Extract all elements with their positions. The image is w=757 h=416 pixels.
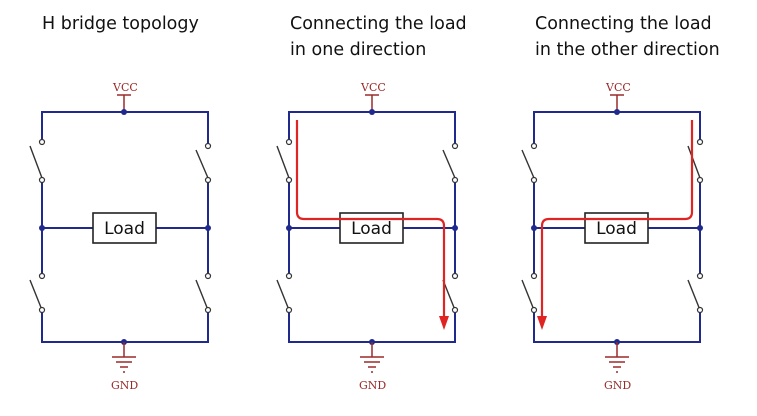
load-box	[92, 212, 157, 244]
switch-top-left	[276, 138, 293, 184]
junction	[39, 225, 45, 231]
arrowhead	[439, 316, 449, 330]
junction	[369, 109, 375, 115]
load-label: Load	[104, 219, 145, 239]
arrowhead	[537, 316, 547, 330]
junction	[614, 109, 620, 115]
junction	[452, 225, 458, 231]
vcc-label: VCC	[112, 81, 138, 94]
junction	[697, 225, 703, 231]
current-path-arrow	[295, 120, 446, 318]
gnd-label: GND	[111, 379, 138, 392]
panel-3-title: Connecting the load in the other directi…	[535, 14, 720, 60]
panel-2-title: Connecting the load in one direction	[290, 14, 467, 60]
junction	[286, 225, 292, 231]
vcc-symbol: VCC	[360, 81, 386, 112]
ground-symbol: GND	[604, 342, 631, 392]
panel-3-circuit: VCC Load	[521, 81, 704, 392]
ground-symbol: GND	[111, 342, 138, 392]
current-path-arrow	[540, 120, 694, 318]
gnd-label: GND	[604, 379, 631, 392]
switch-top-left	[521, 142, 538, 184]
ground-symbol: GND	[359, 342, 386, 392]
load-label: Load	[351, 219, 392, 239]
vcc-symbol: VCC	[605, 81, 631, 112]
switch-top-right	[442, 142, 459, 184]
switch-bottom-left	[521, 272, 538, 314]
switch-top-left	[29, 138, 46, 184]
switch-bottom-right	[442, 272, 459, 314]
switch-bottom-right	[195, 272, 212, 314]
junction	[205, 225, 211, 231]
panel-1-circuit: VCC Load	[29, 81, 212, 392]
junction	[121, 109, 127, 115]
vcc-label: VCC	[605, 81, 631, 94]
switch-top-right	[195, 142, 212, 184]
switch-top-right	[687, 138, 704, 184]
switch-bottom-left	[276, 272, 293, 314]
switch-bottom-right	[687, 272, 704, 314]
vcc-symbol: VCC	[112, 81, 138, 112]
gnd-label: GND	[359, 379, 386, 392]
panel-2-circuit: VCC Load	[276, 81, 459, 392]
junction	[531, 225, 537, 231]
vcc-label: VCC	[360, 81, 386, 94]
switch-bottom-left	[29, 272, 46, 314]
panel-1-title: H bridge topology	[42, 14, 199, 34]
load-label: Load	[596, 219, 637, 239]
